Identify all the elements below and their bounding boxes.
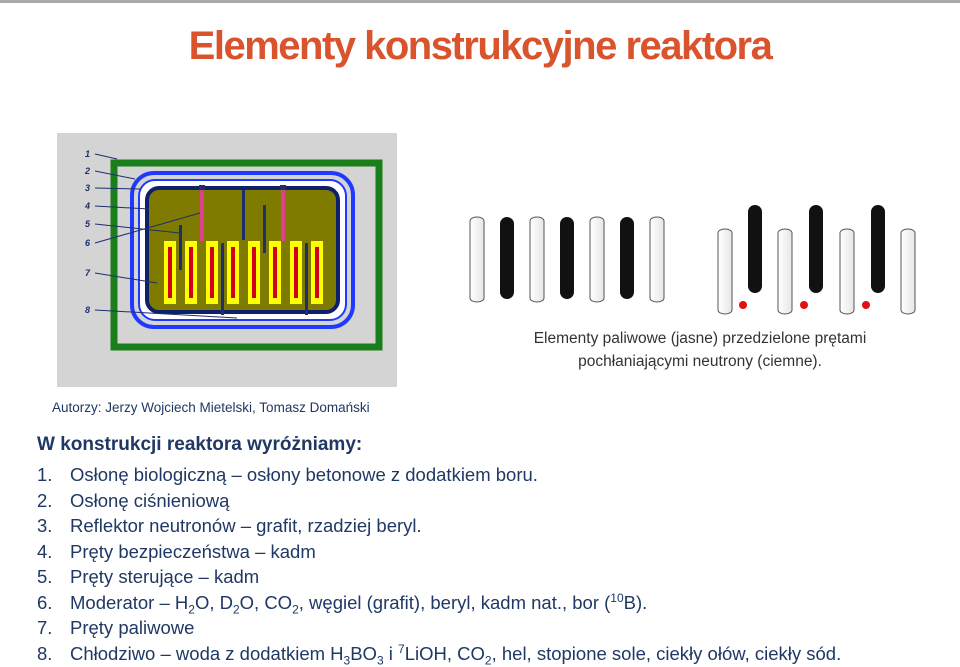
item-text: Chłodziwo – woda z dodatkiem H3BO3 i 7Li… bbox=[70, 641, 842, 667]
label-7: 7 bbox=[85, 268, 91, 278]
label-8: 8 bbox=[85, 305, 90, 315]
label-2: 2 bbox=[84, 166, 90, 176]
rods-caption: Elementy paliwowe (jasne) przedzielone p… bbox=[470, 327, 930, 373]
list-item: 1. Osłonę biologiczną – osłony betonowe z… bbox=[37, 462, 841, 488]
item-text: Osłonę ciśnieniową bbox=[70, 489, 230, 511]
list-item: 2. Osłonę ciśnieniową bbox=[37, 488, 841, 514]
fuel-rod bbox=[185, 241, 197, 304]
item-text: Pręty paliwowe bbox=[70, 617, 195, 638]
item-text: Reflektor neutronów – grafit, rzadziej b… bbox=[70, 515, 422, 536]
fuel-rod bbox=[227, 241, 239, 304]
item-number: 3. bbox=[37, 515, 53, 536]
rods-caption-line2: pochłaniającymi neutrony (ciemne). bbox=[578, 353, 822, 370]
fuel-rod bbox=[248, 241, 260, 304]
light-rods bbox=[469, 216, 916, 315]
label-3: 3 bbox=[85, 183, 90, 193]
list-item: 6. Moderator – H2O, D2O, CO2, węgiel (gra… bbox=[37, 590, 841, 617]
red-dots bbox=[739, 301, 870, 309]
fuel-rod bbox=[290, 241, 302, 304]
fuel-rods bbox=[164, 241, 323, 304]
fuel-rod bbox=[206, 241, 218, 304]
list-item: 5. Pręty sterujące – kadm bbox=[37, 564, 841, 590]
list-item: 3. Reflektor neutronów – grafit, rzadziej… bbox=[37, 513, 841, 539]
page-title: Elementy konstrukcyjne reaktora bbox=[188, 24, 773, 68]
rods-caption-line1: Elementy paliwowe (jasne) przedzielone p… bbox=[533, 330, 867, 347]
item-number: 1. bbox=[37, 464, 53, 485]
label-4: 4 bbox=[84, 201, 90, 211]
label-5: 5 bbox=[85, 219, 91, 229]
item-text: Osłonę biologiczną – osłony betonowe z d… bbox=[70, 464, 538, 485]
label-1: 1 bbox=[85, 149, 90, 159]
label-6: 6 bbox=[85, 238, 91, 248]
item-number: 5. bbox=[37, 566, 53, 587]
rods-illustration bbox=[469, 205, 916, 315]
item-text: Pręty sterujące – kadm bbox=[70, 566, 260, 587]
item-number: 4. bbox=[37, 540, 53, 562]
list-item: 8. Chłodziwo – woda z dodatkiem H3BO3 i 7… bbox=[37, 641, 842, 667]
item-number: 2. bbox=[37, 489, 53, 511]
top-border bbox=[0, 0, 960, 3]
list-heading: W konstrukcji reaktora wyróżniamy: bbox=[37, 434, 363, 455]
fuel-rod bbox=[164, 241, 176, 304]
item-text: Moderator – H2O, D2O, CO2, węgiel (grafi… bbox=[70, 590, 648, 617]
control-rods bbox=[199, 185, 286, 241]
leader-lines bbox=[94, 153, 238, 319]
fuel-rod bbox=[311, 241, 323, 304]
safety-rods bbox=[179, 190, 308, 315]
components-list: 1. Osłonę biologiczną – osłony betonowe z… bbox=[37, 462, 841, 666]
pressure-vessel bbox=[130, 171, 355, 329]
dark-rods bbox=[500, 205, 885, 299]
authors-credit: Autorzy: Jerzy Wojciech Mietelski, Tomas… bbox=[52, 400, 370, 415]
reactor-diagram: 1 2 3 4 5 6 7 8 bbox=[57, 133, 397, 387]
biological-shield bbox=[110, 159, 383, 351]
item-number: 7. bbox=[37, 617, 53, 638]
item-number: 6. bbox=[37, 591, 53, 613]
list-item: 4. Pręty bezpieczeństwa – kadm bbox=[37, 539, 841, 565]
item-text: Pręty bezpieczeństwa – kadm bbox=[70, 540, 316, 562]
item-number: 8. bbox=[37, 642, 53, 664]
fuel-rod bbox=[269, 241, 281, 304]
list-item: 7. Pręty paliwowe bbox=[37, 615, 841, 641]
